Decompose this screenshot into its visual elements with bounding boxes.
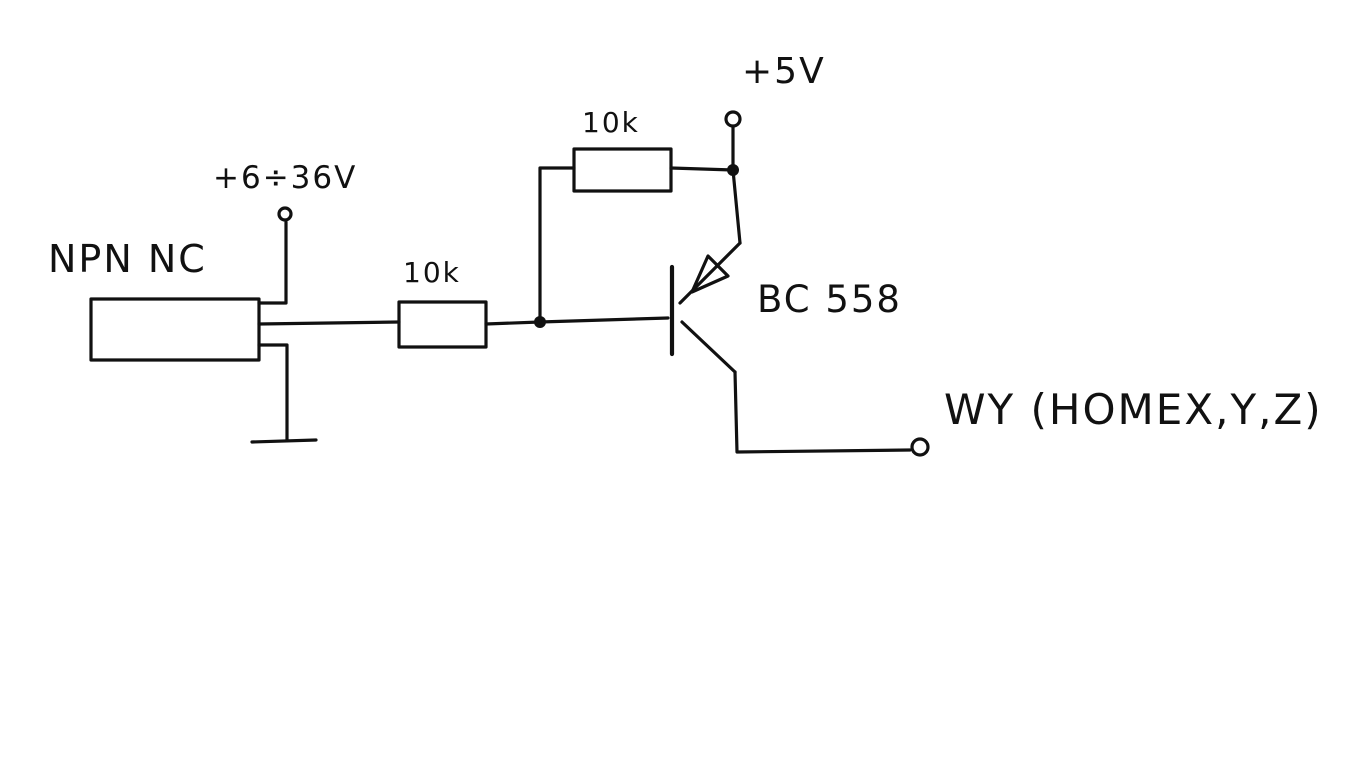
supply-terminal bbox=[724, 110, 742, 128]
transistor-emitter-arrow bbox=[690, 254, 730, 294]
pullup-left-wire bbox=[538, 166, 576, 324]
transistor-collector-leg bbox=[680, 320, 737, 374]
sensor-label: NPN NC bbox=[48, 237, 207, 281]
output-terminal bbox=[910, 437, 930, 457]
transistor-emitter-leg bbox=[678, 241, 742, 305]
output-label: WY (HOMEX,Y,Z) bbox=[944, 385, 1323, 434]
sensor-ground-wire bbox=[257, 343, 289, 442]
sensor-supply-terminal bbox=[277, 206, 293, 222]
ground-symbol bbox=[250, 438, 318, 444]
supply-label: +5V bbox=[742, 51, 826, 92]
output-wire bbox=[733, 370, 912, 454]
transistor-label: BC 558 bbox=[757, 278, 902, 321]
pullup-resistor bbox=[572, 147, 673, 193]
sensor-supply-wire bbox=[257, 220, 288, 305]
base-wire bbox=[484, 316, 670, 326]
sensor-output-wire bbox=[257, 320, 401, 326]
pullup-right-wire bbox=[669, 166, 735, 172]
sensor-supply-label: +6÷36V bbox=[213, 160, 357, 196]
input-resistor bbox=[397, 300, 488, 349]
sensor-body bbox=[89, 297, 261, 362]
pullup-resistor-label: 10k bbox=[582, 106, 640, 139]
emitter-wire bbox=[731, 168, 742, 245]
transistor-bc558 bbox=[669, 241, 742, 374]
input-resistor-label: 10k bbox=[403, 256, 461, 289]
sensor-block bbox=[89, 297, 261, 362]
